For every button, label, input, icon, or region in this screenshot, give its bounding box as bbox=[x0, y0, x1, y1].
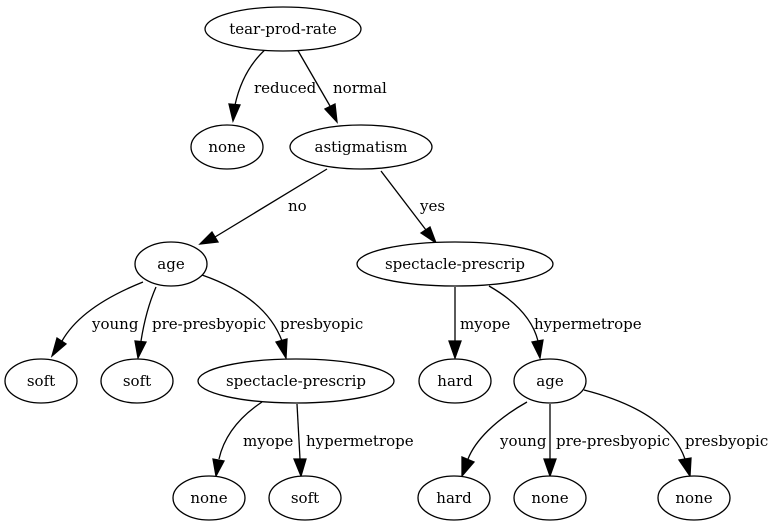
node-soft-prepresbyopic: soft bbox=[100, 358, 174, 404]
node-none-prepresbyopic: none bbox=[513, 475, 587, 521]
edge-astigmatism-age bbox=[198, 168, 328, 245]
edge-label-hypermetrope-1: hypermetrope bbox=[534, 315, 642, 333]
node-none-myope: none bbox=[172, 475, 246, 521]
svg-text:hard: hard bbox=[436, 489, 472, 507]
svg-text:astigmatism: astigmatism bbox=[315, 138, 408, 156]
edge-label-myope-2: myope bbox=[243, 432, 293, 450]
svg-text:soft: soft bbox=[27, 372, 55, 390]
node-tear-prod-rate: tear-prod-rate bbox=[204, 6, 362, 52]
edge-label-pre-presbyopic-1: pre-presbyopic bbox=[152, 315, 266, 333]
edge-label-pre-presbyopic-2: pre-presbyopic bbox=[556, 432, 670, 450]
svg-text:tear-prod-rate: tear-prod-rate bbox=[229, 20, 337, 38]
edge-spectacle-soft-hypermetrope bbox=[293, 403, 307, 478]
svg-text:hard: hard bbox=[437, 372, 473, 390]
svg-text:none: none bbox=[190, 489, 227, 507]
edge-spectacle-age-hypermetrope bbox=[488, 285, 544, 361]
edge-label-young-1: young bbox=[91, 315, 139, 333]
svg-text:age: age bbox=[157, 255, 185, 273]
svg-text:soft: soft bbox=[123, 372, 151, 390]
node-age-no: age bbox=[134, 241, 208, 287]
node-none-reduced: none bbox=[190, 124, 264, 170]
node-soft-hypermetrope: soft bbox=[268, 475, 342, 521]
edge-label-presbyopic-2: presbyopic bbox=[685, 432, 768, 450]
edge-age-hard-young bbox=[461, 401, 528, 478]
edge-spectacle-hard-myope bbox=[448, 287, 462, 360]
edge-root-astigmatism bbox=[296, 48, 338, 124]
node-hard-myope: hard bbox=[418, 358, 492, 404]
svg-text:age: age bbox=[536, 372, 564, 390]
edge-label-no: no bbox=[288, 197, 307, 215]
node-none-presbyopic: none bbox=[657, 475, 731, 521]
edge-age-none-prepresbyopic bbox=[543, 404, 557, 478]
edge-age-spectacle-presbyopic bbox=[201, 274, 288, 361]
svg-text:soft: soft bbox=[291, 489, 319, 507]
svg-text:spectacle-prescrip: spectacle-prescrip bbox=[226, 372, 366, 390]
svg-text:none: none bbox=[531, 489, 568, 507]
node-soft-young: soft bbox=[4, 358, 78, 404]
edge-label-reduced: reduced bbox=[254, 79, 317, 97]
edge-label-normal: normal bbox=[333, 79, 387, 97]
edge-label-myope-1: myope bbox=[460, 315, 510, 333]
edge-age-soft-prepresbyopic bbox=[134, 286, 157, 361]
edge-label-young-2: young bbox=[499, 432, 547, 450]
edge-label-presbyopic-1: presbyopic bbox=[280, 315, 363, 333]
edge-label-yes: yes bbox=[419, 197, 445, 215]
edge-age-none-presbyopic bbox=[583, 389, 692, 478]
node-hard-young: hard bbox=[417, 475, 491, 521]
node-age-hypermetrope: age bbox=[513, 358, 587, 404]
node-astigmatism: astigmatism bbox=[289, 124, 433, 170]
node-spectacle-prescrip-yes: spectacle-prescrip bbox=[356, 241, 554, 287]
svg-text:spectacle-prescrip: spectacle-prescrip bbox=[385, 255, 525, 273]
edge-root-none bbox=[228, 47, 268, 124]
edge-spectacle-none-myope bbox=[212, 401, 263, 478]
edge-label-hypermetrope-2: hypermetrope bbox=[306, 432, 414, 450]
svg-text:none: none bbox=[208, 138, 245, 156]
edge-astigmatism-spectacle bbox=[380, 170, 438, 245]
svg-text:none: none bbox=[675, 489, 712, 507]
edge-age-soft-young bbox=[50, 281, 144, 358]
node-spectacle-prescrip-presbyopic: spectacle-prescrip bbox=[197, 358, 395, 404]
